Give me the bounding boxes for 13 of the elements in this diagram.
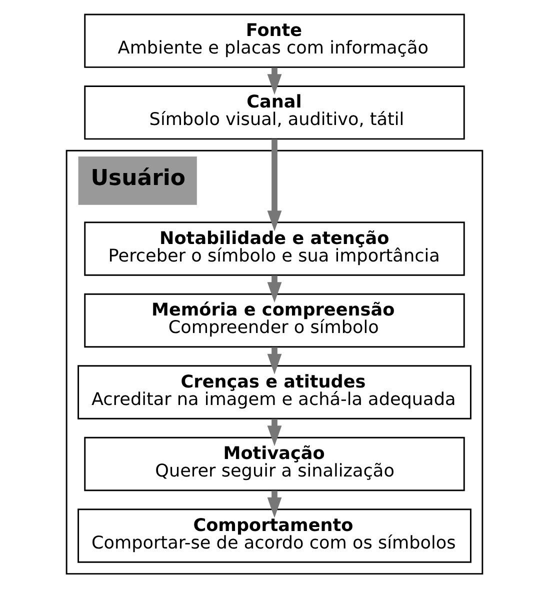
node-box: Notabilidade e atenção Perceber o símbolo e sua importância bbox=[84, 222, 464, 276]
node-box: Comportamento Comportar-se de acordo com os símbolos bbox=[77, 508, 471, 563]
arrow bbox=[266, 275, 282, 303]
arrow bbox=[266, 68, 282, 95]
node-box: Fonte Ambiente e placas com informação bbox=[84, 14, 464, 68]
node-box: Motivação Querer seguir a sinalização bbox=[84, 436, 464, 492]
arrow bbox=[266, 490, 282, 518]
arrow bbox=[266, 347, 282, 374]
node-box: Memória e compreensão Compreender o símbolo bbox=[84, 293, 464, 348]
node-box: Canal Símbolo visual, auditivo, tátil bbox=[84, 85, 464, 140]
arrow bbox=[266, 418, 282, 446]
node-box: Crenças e atitudes Acreditar na imagem e achá-la adequada bbox=[77, 365, 471, 420]
arrow bbox=[266, 139, 282, 232]
